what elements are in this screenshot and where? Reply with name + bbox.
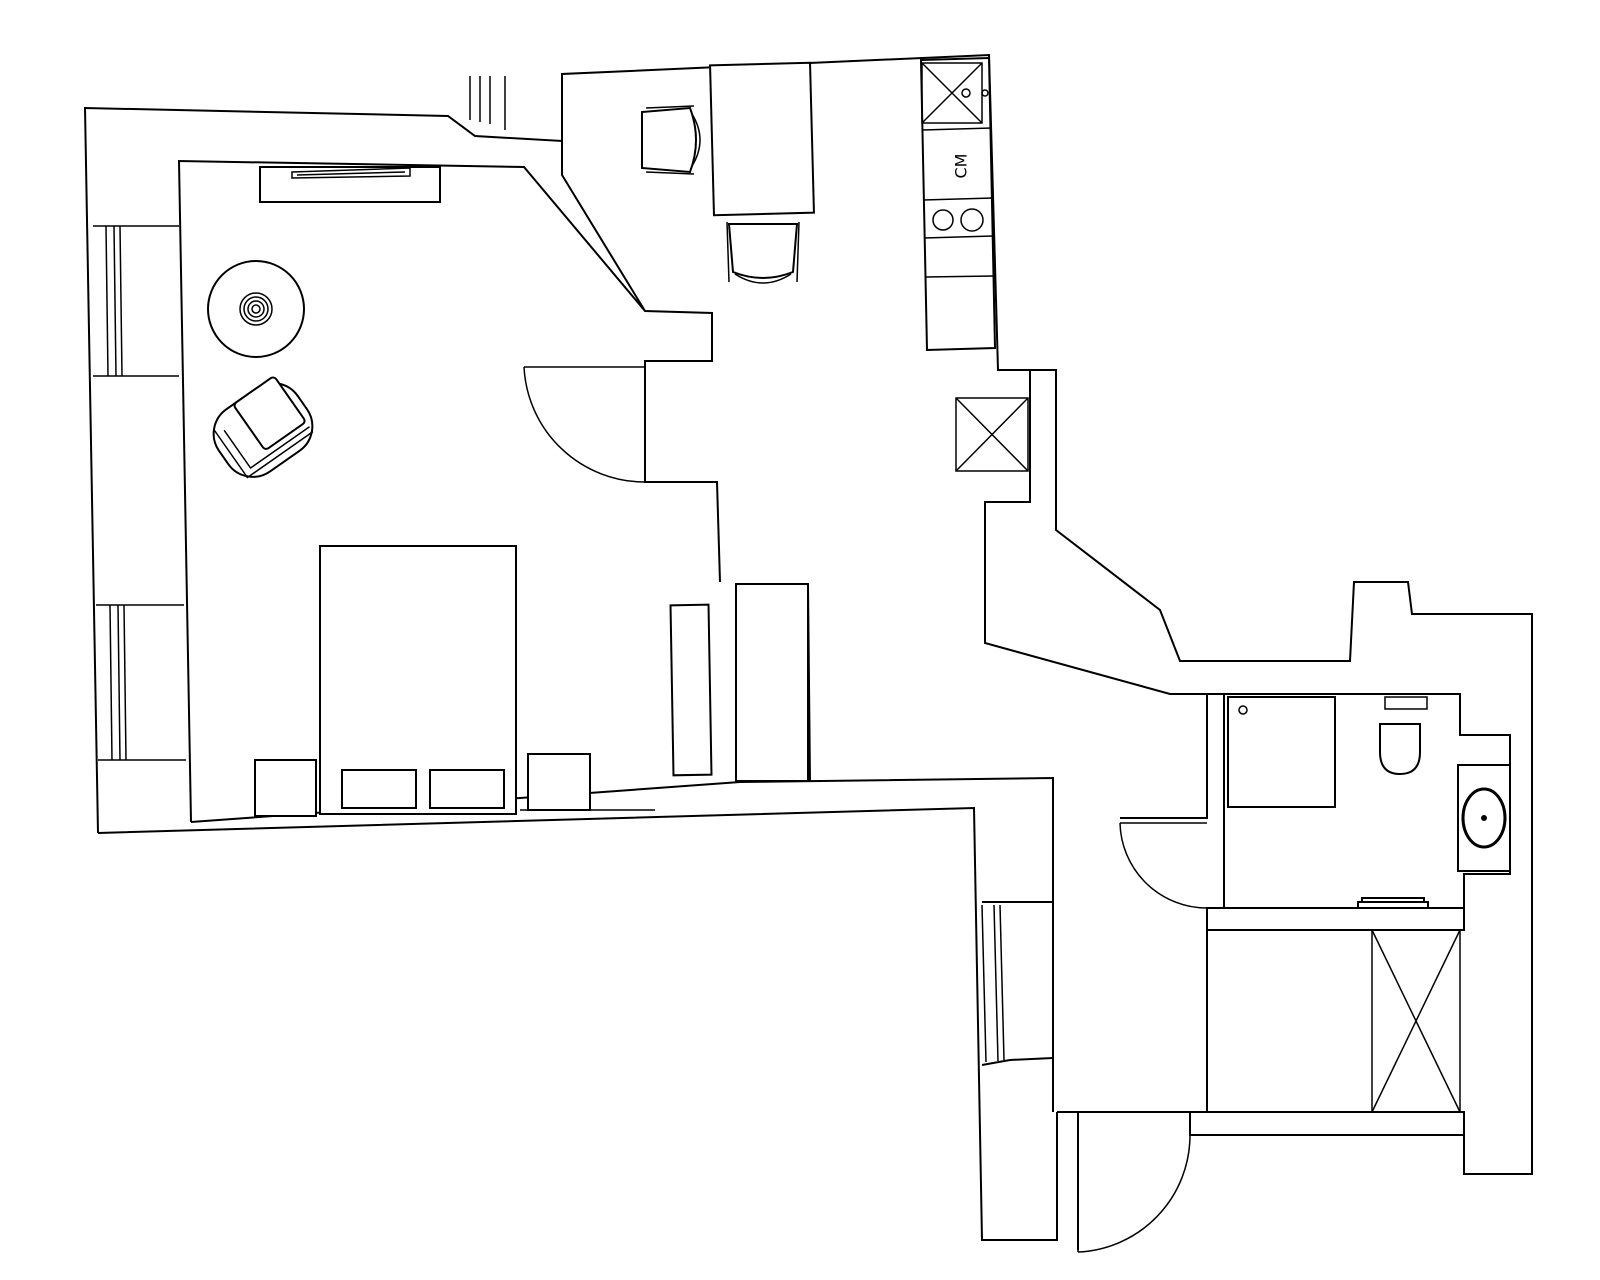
kitchen-furniture: CM xyxy=(642,58,995,350)
ventilation-shaft-icon xyxy=(956,398,1028,471)
stove-icon xyxy=(933,209,983,231)
shower-icon xyxy=(1228,697,1335,807)
kitchen-inner-wall xyxy=(562,141,645,311)
bathroom-wall xyxy=(1207,694,1510,930)
window-icon xyxy=(93,226,179,376)
south-wall xyxy=(98,808,1057,1240)
sink-icon xyxy=(1458,765,1510,871)
lower-hallway-wall-2 xyxy=(1190,1112,1464,1135)
ventilation-shaft-icon xyxy=(1372,930,1460,1112)
window-icon xyxy=(470,76,505,130)
towel-radiator-top xyxy=(1362,898,1424,902)
sink-icon xyxy=(922,63,988,123)
wardrobe-wide xyxy=(736,584,808,781)
windows xyxy=(93,76,1004,1062)
bathroom-fixtures xyxy=(1228,697,1510,908)
window-icon xyxy=(96,605,186,760)
plant-icon xyxy=(208,261,304,357)
chair-icon xyxy=(202,371,324,488)
south-wall-inner xyxy=(191,778,1053,1112)
living-room-furniture xyxy=(202,167,808,816)
doors xyxy=(524,367,1207,1252)
washing-machine-label: CM xyxy=(952,154,971,179)
counter-divider xyxy=(923,128,994,277)
wall-shelf xyxy=(260,167,440,202)
window-icon xyxy=(982,905,1004,1062)
wardrobe-narrow xyxy=(671,605,712,776)
door-swing-icon xyxy=(1078,1135,1190,1252)
entrance-wall xyxy=(1057,1112,1078,1250)
outer-wall-west-north xyxy=(85,55,1532,1174)
chair-icon xyxy=(727,222,799,283)
chair-icon xyxy=(642,106,700,174)
nightstand-left xyxy=(255,760,316,816)
nightstand-right xyxy=(528,754,590,810)
walls xyxy=(85,55,1532,1250)
door-swing-icon xyxy=(1120,823,1207,908)
corridor-window-niche xyxy=(982,902,1053,1065)
inner-wall-west xyxy=(179,161,720,822)
lower-hallway-wall xyxy=(1057,930,1207,1112)
door-swing-icon xyxy=(524,367,645,482)
dining-table xyxy=(710,63,814,216)
shelf-detail xyxy=(292,168,410,178)
bed-icon xyxy=(320,546,516,814)
kitchen-counter xyxy=(921,58,995,350)
hallway-east-wall xyxy=(985,370,1207,818)
toilet-icon xyxy=(1380,697,1427,774)
